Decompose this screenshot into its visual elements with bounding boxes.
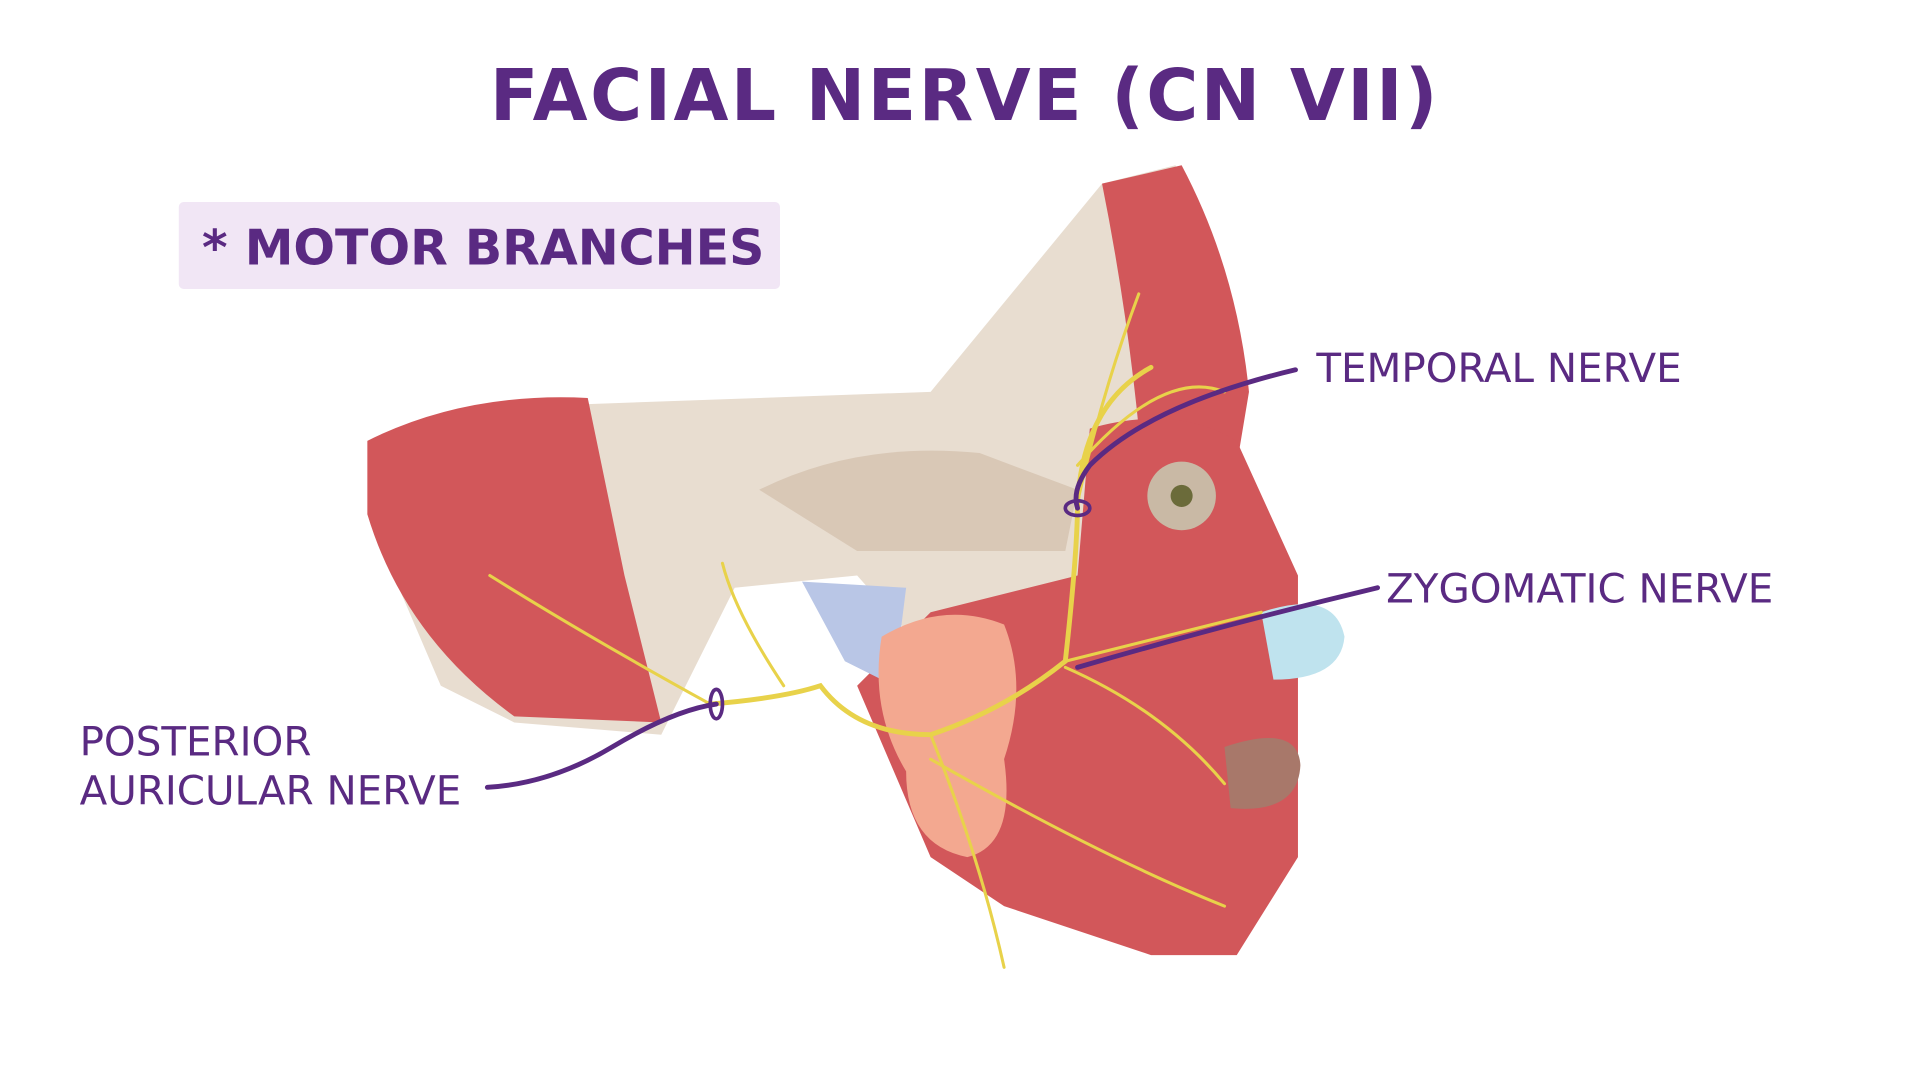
temporal-leader-line: [1073, 367, 1298, 511]
temporal-nerve-label: TEMPORAL NERVE: [1315, 344, 1681, 392]
head-illustration: [367, 165, 1345, 969]
temporal-marker: [1063, 498, 1092, 518]
parotid-gland: [878, 614, 1017, 858]
facial-nerve-trunk: [707, 364, 1154, 738]
eye: [1170, 484, 1193, 507]
zygomatic-leader-line: [1075, 585, 1380, 670]
posterior-auricular-marker: [708, 687, 725, 721]
nasal-cartilage: [1261, 604, 1345, 680]
page-title: FACIAL NERVE (CN VII): [490, 54, 1440, 137]
posterior-auricular-label-line1: POSTERIOR: [80, 718, 312, 766]
temporal-bone: [759, 450, 1078, 552]
motor-branches-label: * MOTOR BRANCHES: [202, 219, 764, 276]
zygomatic-nerve-label: ZYGOMATIC NERVE: [1386, 564, 1773, 612]
posterior-auricular-label-line2: AURICULAR NERVE: [80, 766, 462, 814]
motor-branches-badge: [178, 202, 780, 289]
lips: [1224, 738, 1301, 809]
occipitalis-muscle: [367, 397, 662, 723]
frontalis-muscle: [1102, 165, 1249, 466]
facial-nerve-branches: [488, 292, 1263, 969]
posterior-auricular-leader-line: [484, 701, 719, 790]
